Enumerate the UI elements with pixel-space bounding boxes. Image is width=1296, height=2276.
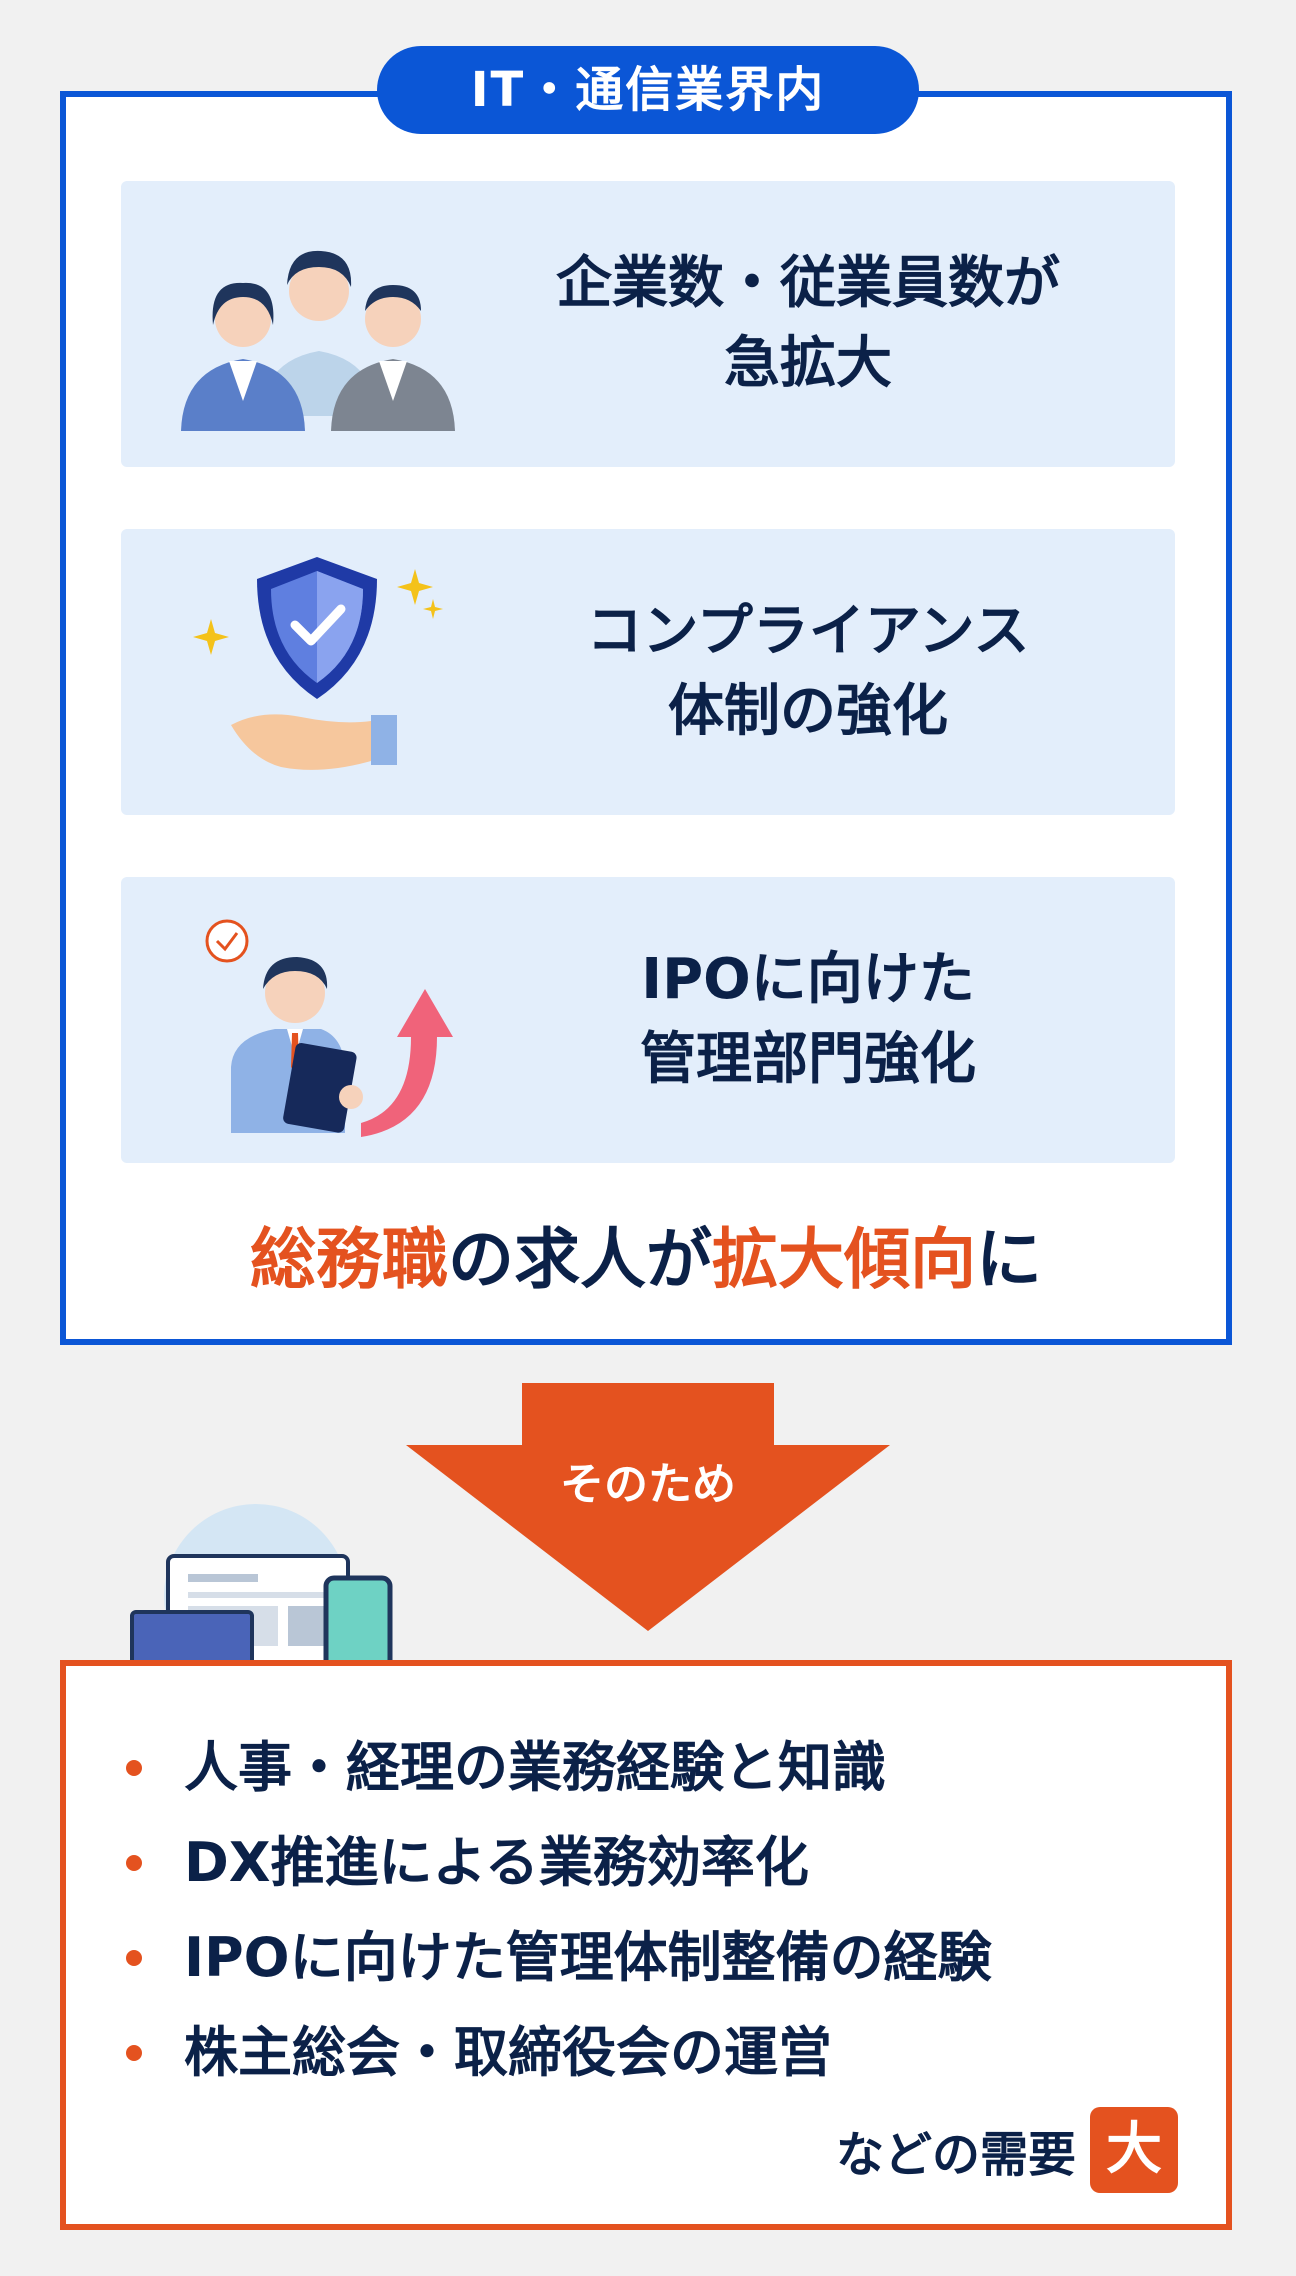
card-text-line2: 管理部門強化 — [640, 1027, 976, 1092]
card-text-line2: 急拡大 — [724, 331, 892, 396]
needs-panel — [60, 1660, 1232, 2230]
list-item-text: 人事・経理の業務経験と知識 — [184, 1736, 886, 1799]
highlight-job: 総務職 — [250, 1221, 448, 1298]
bullet-icon — [126, 2045, 142, 2061]
card-text-line1: 企業数・従業員数が — [556, 251, 1060, 316]
card-company-growth: 企業数・従業員数が 急拡大 — [121, 181, 1175, 467]
card-ipo: IPOに向けた 管理部門強化 — [121, 877, 1175, 1163]
list-item: IPOに向けた管理体制整備の経験 — [120, 1910, 1220, 2005]
conclusion-text: 総務職の求人が拡大傾向に — [66, 1215, 1226, 1305]
card-text-line2: 体制の強化 — [668, 679, 948, 744]
conclusion-end: に — [976, 1221, 1042, 1298]
bullet-icon — [126, 1855, 142, 1871]
list-item: 人事・経理の業務経験と知識 — [120, 1720, 1220, 1815]
card-text-line1: コンプライアンス — [586, 599, 1030, 664]
demand-text: などの需要 — [835, 2127, 1076, 2183]
card-text-line1: IPOに向けた — [641, 947, 975, 1012]
down-arrow-icon — [406, 1383, 890, 1631]
people-group-icon — [181, 250, 455, 431]
transition-label: そのため — [560, 1459, 736, 1510]
bullet-icon — [126, 1950, 142, 1966]
conclusion-mid: の求人が — [448, 1221, 712, 1298]
demand-badge: 大 — [1090, 2107, 1178, 2193]
shield-hand-icon — [193, 557, 443, 770]
bullet-icon — [126, 1760, 142, 1776]
list-item-text: 株主総会・取締役会の運営 — [184, 2021, 832, 2084]
card-compliance: コンプライアンス 体制の強化 — [121, 529, 1175, 815]
demand-note: などの需要 大 — [836, 2107, 1178, 2193]
highlight-trend: 拡大傾向 — [712, 1221, 976, 1298]
list-item-text: IPOに向けた管理体制整備の経験 — [184, 1926, 992, 1989]
panel-title: IT・通信業界内 — [377, 46, 919, 134]
list-item-text: DX推進による業務効率化 — [184, 1831, 809, 1894]
list-item: 株主総会・取締役会の運営 — [120, 2005, 1220, 2100]
needs-list: 人事・経理の業務経験と知識 DX推進による業務効率化 IPOに向けた管理体制整備… — [120, 1720, 1220, 2100]
manager-growth-icon — [205, 919, 453, 1137]
list-item: DX推進による業務効率化 — [120, 1815, 1220, 1910]
